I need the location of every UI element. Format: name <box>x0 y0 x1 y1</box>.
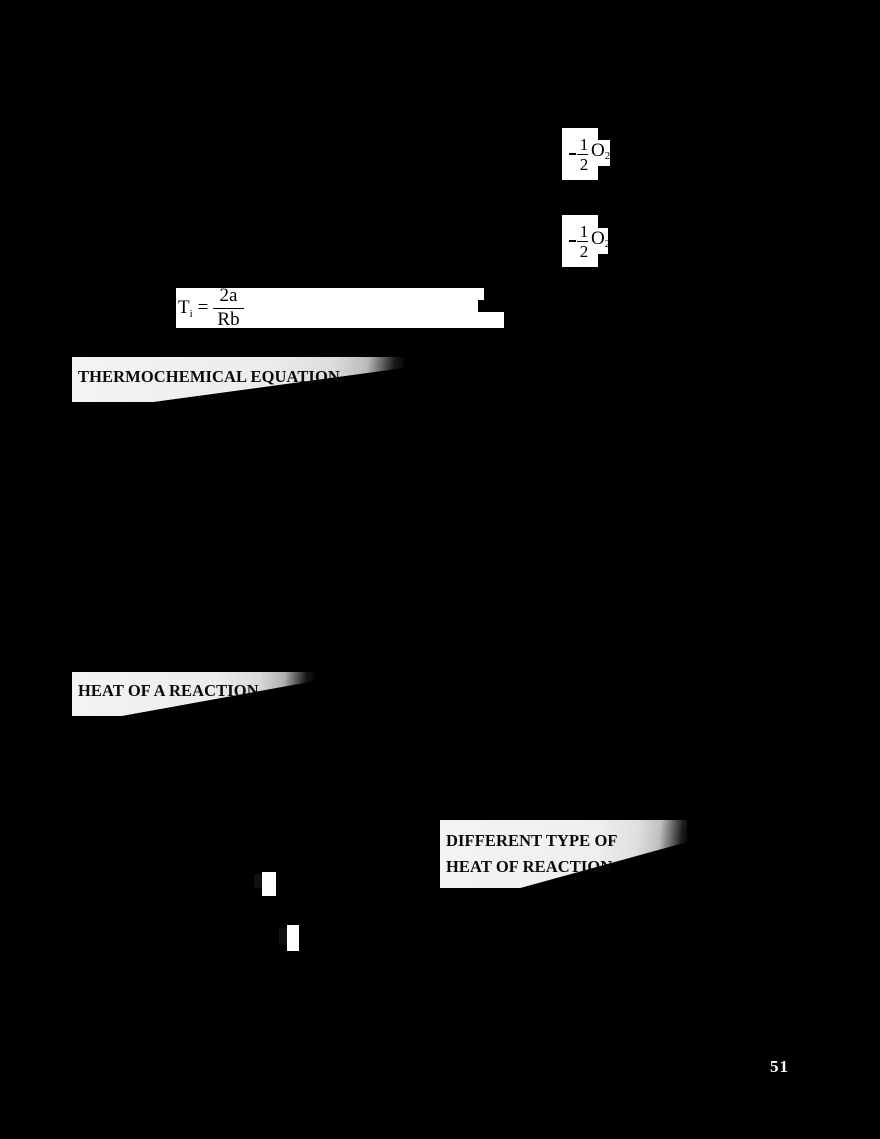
formula-leader-dash-2 <box>568 240 576 242</box>
fraction-one-half-2: 1 2 <box>576 221 592 260</box>
section-heading-different-type-of-heat-of-reaction: DIFFERENT TYPE OF HEAT OF REACTION <box>440 820 687 888</box>
section-title-line-1: DIFFERENT TYPE OF <box>446 831 618 850</box>
equals-sign: = <box>197 297 209 318</box>
equation-fraction: 2a Rb <box>213 284 244 331</box>
fraction-denominator-2: 2 <box>576 240 592 260</box>
scan-fragment <box>279 928 287 944</box>
section-heading-thermochemical-equation: THERMOCHEMICAL EQUATION <box>72 357 404 402</box>
equation-variable: Ti <box>178 297 193 320</box>
section-heading-heat-of-a-reaction: HEAT OF A REACTION <box>72 672 315 716</box>
formula-oxygen-species-top: O2 <box>588 140 610 166</box>
fraction-one-half: 1 2 <box>576 134 592 173</box>
banner-background-diff <box>440 820 687 888</box>
fraction-denominator: 2 <box>576 153 592 173</box>
section-title-label: THERMOCHEMICAL EQUATION <box>78 367 340 386</box>
species-label-2: O2 <box>591 228 611 250</box>
formula-oxygen-species-second: O2 <box>588 228 611 254</box>
formula-leader-dash <box>568 153 576 155</box>
fraction-numerator-2: 1 <box>579 221 589 241</box>
section-title-label-diff: DIFFERENT TYPE OF HEAT OF REACTION <box>440 820 687 879</box>
equation-strip-background-lower <box>176 312 504 328</box>
section-title-label-heat: HEAT OF A REACTION <box>78 681 259 700</box>
inversion-temperature-equation: Ti = 2a Rb <box>178 284 298 331</box>
scan-fragment <box>254 874 262 888</box>
scan-fragment <box>262 872 276 896</box>
banner-background-heat <box>72 672 315 716</box>
equation-strip-marker <box>472 288 484 300</box>
page-number: 51 <box>770 1057 789 1076</box>
section-title-line-2: HEAT OF REACTION <box>446 856 613 876</box>
equation-denominator: Rb <box>213 307 244 331</box>
scan-fragment <box>287 925 299 951</box>
equation-numerator: 2a <box>219 284 238 306</box>
species-label: O2 <box>591 140 611 162</box>
fraction-numerator: 1 <box>579 134 589 154</box>
banner-background <box>72 357 404 402</box>
